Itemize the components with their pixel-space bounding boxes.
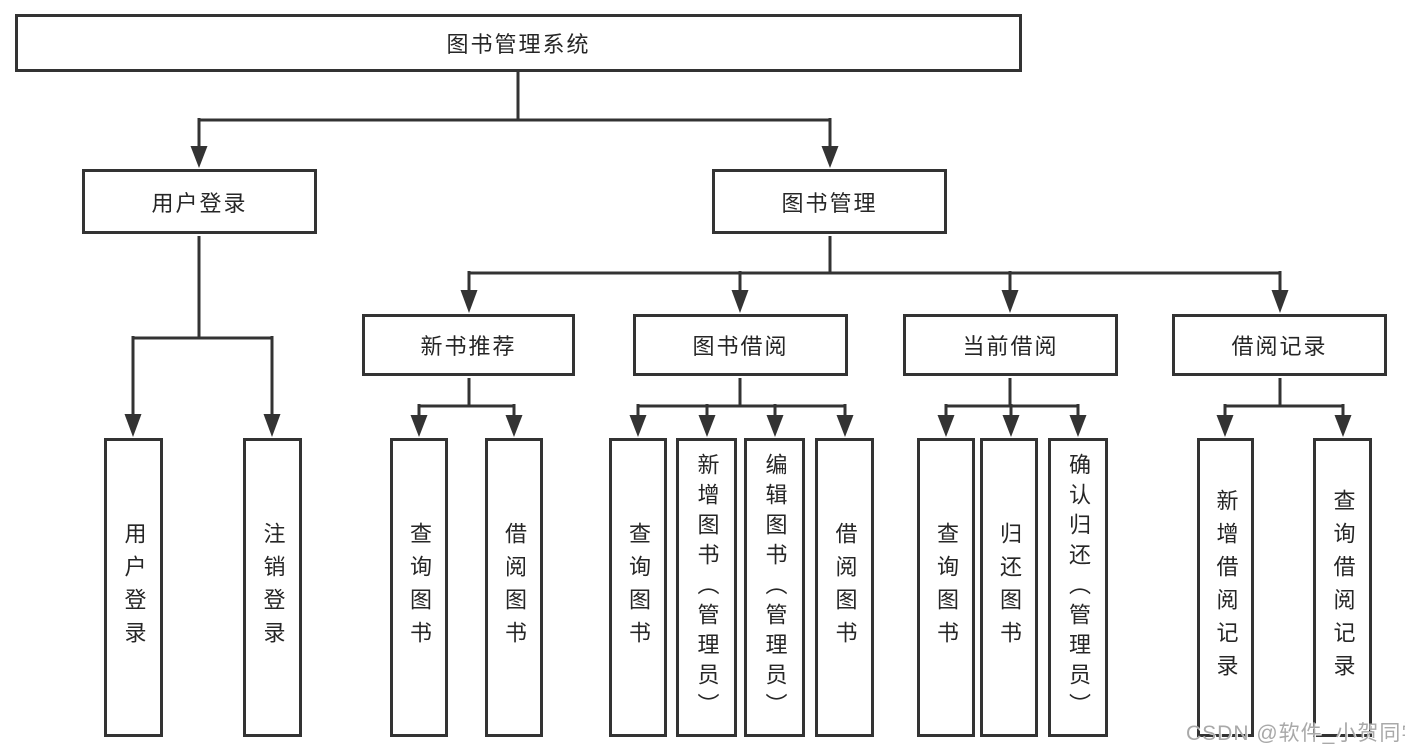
- node-leaf-query-books-1: 查询图书: [390, 438, 448, 737]
- leaf-logout-label: 注销登录: [260, 521, 286, 654]
- node-root-library-system: 图书管理系统: [15, 14, 1022, 72]
- leaf-return-book-label: 归还图书: [997, 521, 1022, 654]
- node-leaf-query-books-3: 查询图书: [917, 438, 975, 737]
- leaf-query-borrow-record-label: 查询借阅记录: [1330, 488, 1356, 687]
- leaf-borrow-books-2-label: 借阅图书: [832, 521, 858, 654]
- node-leaf-confirm-return-admin: 确认归还（管理员）: [1048, 438, 1108, 737]
- node-book-management: 图书管理: [712, 169, 947, 234]
- leaf-add-book-admin-label: 新增图书（管理员）: [694, 452, 720, 723]
- leaf-query-books-1-label: 查询图书: [407, 521, 432, 654]
- node-leaf-add-book-admin: 新增图书（管理员）: [676, 438, 737, 737]
- node-borrowing-records: 借阅记录: [1172, 314, 1387, 376]
- node-user-login-group: 用户登录: [82, 169, 317, 234]
- watermark: CSDN @软件_小贺同学: [1186, 722, 1405, 745]
- node-book-borrowing: 图书借阅: [633, 314, 848, 376]
- node-leaf-borrow-books-2: 借阅图书: [815, 438, 874, 737]
- leaf-confirm-return-admin-label: 确认归还（管理员）: [1066, 452, 1091, 723]
- node-leaf-return-book: 归还图书: [980, 438, 1038, 737]
- node-current-borrowing: 当前借阅: [903, 314, 1118, 376]
- node-new-book-recommend: 新书推荐: [362, 314, 575, 376]
- leaf-add-borrow-record-label: 新增借阅记录: [1213, 488, 1239, 687]
- leaf-edit-book-admin-label: 编辑图书（管理员）: [762, 452, 788, 723]
- leaf-query-books-2-label: 查询图书: [626, 521, 651, 654]
- leaf-user-login-label: 用户登录: [121, 521, 147, 654]
- node-leaf-user-login: 用户登录: [104, 438, 163, 737]
- node-leaf-logout: 注销登录: [243, 438, 302, 737]
- leaf-borrow-books-1-label: 借阅图书: [502, 521, 527, 654]
- node-leaf-query-books-2: 查询图书: [609, 438, 667, 737]
- leaf-query-books-3-label: 查询图书: [934, 521, 959, 654]
- node-leaf-add-borrow-record: 新增借阅记录: [1197, 438, 1254, 737]
- node-leaf-query-borrow-record: 查询借阅记录: [1313, 438, 1372, 737]
- node-leaf-borrow-books-1: 借阅图书: [485, 438, 543, 737]
- node-leaf-edit-book-admin: 编辑图书（管理员）: [744, 438, 805, 737]
